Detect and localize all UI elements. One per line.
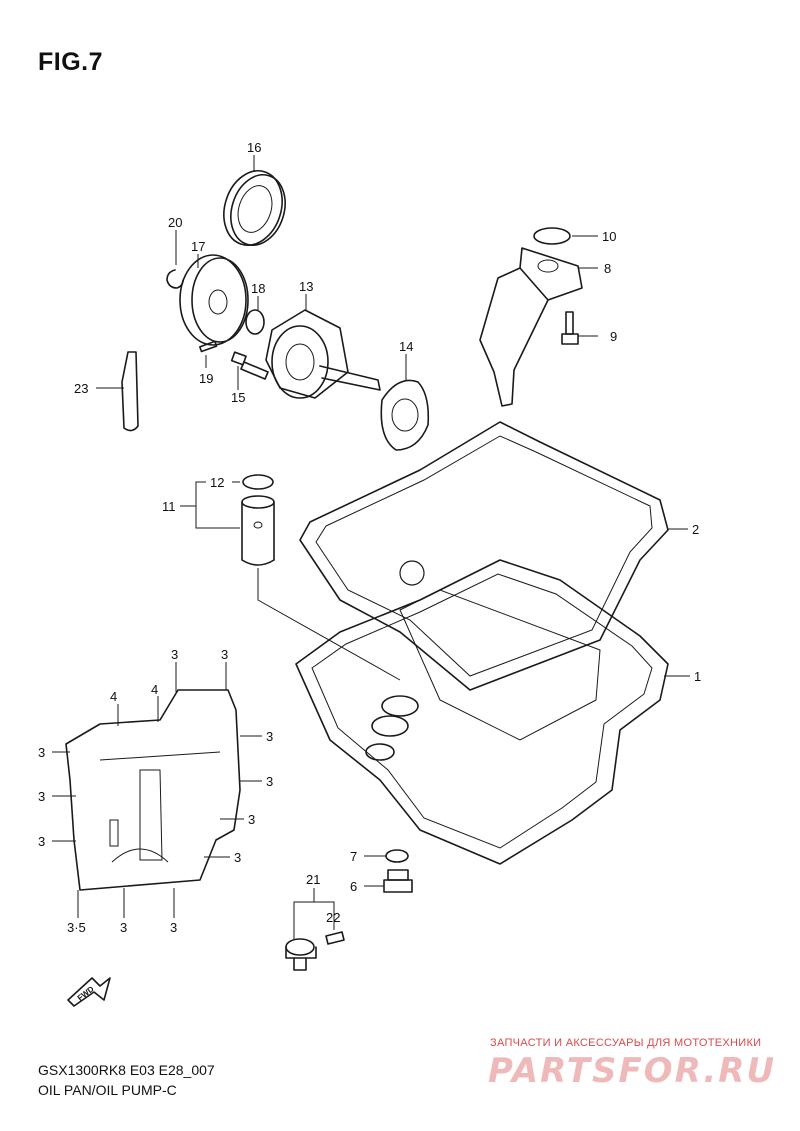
part-1-oil-pan [295,559,669,865]
part-23-guide [121,351,139,432]
part-19-pin [198,340,218,353]
part-4-cover-plate [65,689,241,891]
callout-labels: 16 20 17 18 13 14 19 15 23 10 8 9 12 11 … [38,140,701,935]
fwd-arrow-icon: FWD [67,977,111,1007]
callout-3-right-d: 3 [234,850,241,865]
part-11-pipe [241,495,275,566]
part-17-driven-gear [179,254,249,346]
callout-19: 19 [199,371,213,386]
callout-11: 11 [162,499,176,514]
callout-7: 7 [350,849,357,864]
diagram-section-name: OIL PAN/OIL PUMP-C [38,1082,177,1098]
callout-1: 1 [694,669,701,684]
part-13-oil-pump [265,309,381,399]
callout-22: 22 [326,910,340,925]
callout-3-left-c: 3 [38,834,45,849]
callout-3-and-5: 3·5 [67,920,86,935]
callout-15: 15 [231,390,245,405]
part-8-oil-strainer [479,247,583,407]
part-18-washer [245,309,265,335]
callout-4-right: 4 [151,682,158,697]
part-9-bolt [561,311,579,345]
callout-3-top-a: 3 [171,647,178,662]
part-20-circlip [166,269,184,289]
callout-2: 2 [692,522,699,537]
callout-16: 16 [247,140,261,155]
callout-3-left-b: 3 [38,789,45,804]
callout-3-right-b: 3 [266,774,273,789]
part-7-washer [385,849,409,863]
callout-13: 13 [299,279,313,294]
part-21-oil-pressure-switch [285,938,317,971]
callout-6: 6 [350,879,357,894]
part-14-gasket [380,379,430,451]
watermark-tagline: ЗАПЧАСТИ И АКСЕССУАРЫ ДЛЯ МОТОТЕХНИКИ [490,1037,762,1049]
callout-3-bottom-a: 3 [120,920,127,935]
part-15-bolt [230,351,269,380]
callout-3-left-a: 3 [38,745,45,760]
callout-18: 18 [251,281,265,296]
fwd-label: FWD [76,984,96,1002]
diagram-model-code: GSX1300RK8 E03 E28_007 [38,1062,215,1078]
callout-3-right-c: 3 [248,812,255,827]
callout-3-bottom-b: 3 [170,920,177,935]
part-2-oil-pan-gasket [299,421,669,691]
figure-title: FIG.7 [38,48,104,76]
part-12-o-ring [242,474,274,490]
part-10-o-ring [533,227,571,245]
callout-12: 12 [210,475,224,490]
watermark-logo: PARTSFOR.RU [488,1051,777,1091]
callout-3-top-b: 3 [221,647,228,662]
part-6-drain-plug [383,869,413,893]
callout-21: 21 [306,872,320,887]
part-22-screw [325,931,345,945]
callout-17: 17 [191,239,205,254]
part-16-drive-gear-ring [223,170,286,246]
leader-lines [52,155,690,940]
callout-20: 20 [168,215,182,230]
callout-8: 8 [604,261,611,276]
callout-23: 23 [74,381,88,396]
callout-10: 10 [602,229,616,244]
callout-14: 14 [399,339,413,354]
callout-3-right-a: 3 [266,729,273,744]
callout-4-left: 4 [110,689,117,704]
callout-9: 9 [610,329,617,344]
